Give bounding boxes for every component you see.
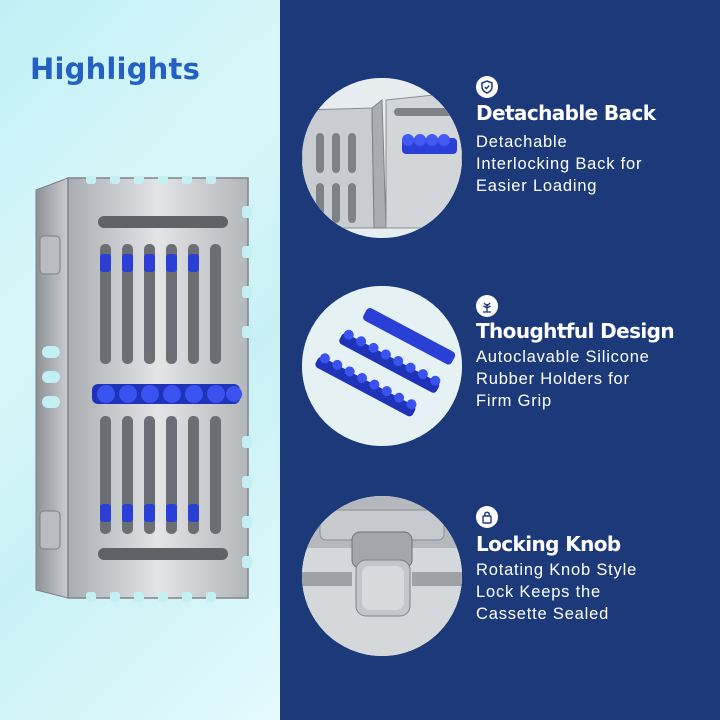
- feature-description-line: Firm Grip: [476, 392, 552, 410]
- feature-description-line: Lock Keeps the: [476, 583, 601, 601]
- locking-knob-image: [302, 496, 462, 656]
- detachable-back-image: [302, 78, 462, 238]
- feature-title: Detachable Back: [476, 101, 656, 125]
- feature-description-line: Interlocking Back for: [476, 155, 643, 173]
- feature-title: Thoughtful Design: [476, 319, 675, 343]
- feature-description: Rotating Knob Style Lock Keeps the Casse…: [476, 559, 696, 625]
- silicone-holders-image: [302, 286, 462, 446]
- feature-title: Locking Knob: [476, 532, 621, 556]
- cassette-image: [28, 174, 253, 611]
- feature-description-line: Easier Loading: [476, 177, 598, 195]
- page-title: Highlights: [30, 52, 201, 86]
- feature-description-line: Rubber Holders for: [476, 370, 630, 388]
- feature-description-line: Rotating Knob Style: [476, 561, 638, 579]
- feature-description-line: Autoclavable Silicone: [476, 348, 650, 366]
- tree-icon: [476, 295, 498, 317]
- feature-description: Detachable Interlocking Back for Easier …: [476, 131, 696, 197]
- lock-icon: [476, 506, 498, 528]
- feature-description-line: Detachable: [476, 133, 568, 151]
- feature-description-line: Cassette Sealed: [476, 605, 610, 623]
- shield-icon: [476, 76, 498, 98]
- feature-description: Autoclavable Silicone Rubber Holders for…: [476, 346, 696, 412]
